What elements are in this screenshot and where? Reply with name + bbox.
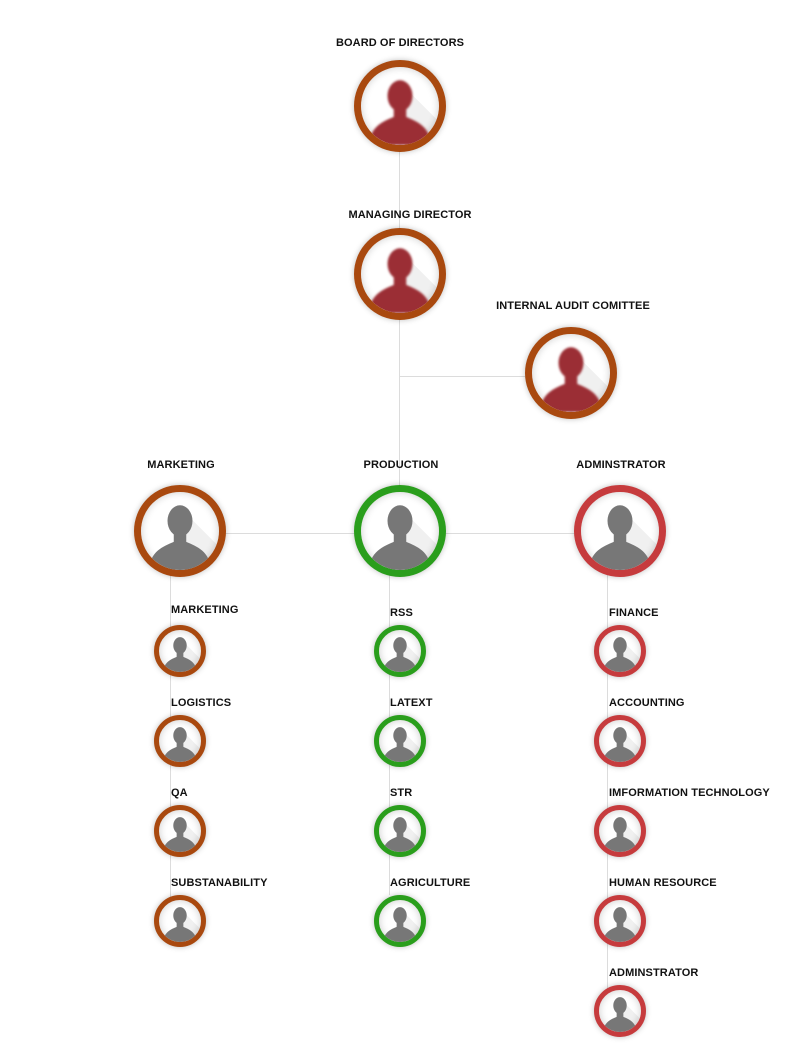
person-silhouette-icon — [383, 817, 421, 852]
unit-node[interactable] — [594, 715, 646, 767]
internal-audit-label: INTERNAL AUDIT COMITTEE — [496, 300, 650, 312]
person-silhouette-icon — [383, 727, 421, 762]
unit-node[interactable] — [374, 715, 426, 767]
unit-node[interactable] — [374, 895, 426, 947]
unit-node[interactable] — [594, 625, 646, 677]
department-label: PRODUCTION — [363, 459, 439, 471]
person-silhouette-icon — [603, 817, 641, 852]
unit-node[interactable] — [594, 805, 646, 857]
connector-line — [607, 575, 608, 995]
unit-label: RSS — [390, 607, 413, 619]
connector-line — [400, 376, 525, 377]
unit-label: ACCOUNTING — [609, 697, 685, 709]
unit-label: MARKETING — [171, 604, 239, 616]
person-silhouette-icon — [163, 637, 201, 672]
person-silhouette-icon — [383, 637, 421, 672]
department-label: ADMINSTRATOR — [576, 459, 666, 471]
department-label: MARKETING — [147, 459, 215, 471]
person-silhouette-icon — [368, 505, 439, 570]
person-silhouette-icon — [603, 907, 641, 942]
unit-node[interactable] — [594, 985, 646, 1037]
department-node[interactable] — [354, 485, 446, 577]
unit-node[interactable] — [154, 805, 206, 857]
department-node[interactable] — [574, 485, 666, 577]
unit-label: STR — [390, 787, 413, 799]
person-silhouette-icon — [163, 817, 201, 852]
unit-node[interactable] — [374, 625, 426, 677]
person-silhouette-icon — [368, 248, 439, 313]
unit-node[interactable] — [374, 805, 426, 857]
internal-audit-node[interactable] — [525, 327, 617, 419]
unit-label: SUBSTANABILITY — [171, 877, 268, 889]
person-silhouette-icon — [163, 727, 201, 762]
person-silhouette-icon — [163, 907, 201, 942]
person-silhouette-icon — [539, 347, 610, 412]
department-node[interactable] — [134, 485, 226, 577]
unit-label: ADMINSTRATOR — [609, 967, 699, 979]
unit-label: FINANCE — [609, 607, 659, 619]
person-silhouette-icon — [603, 997, 641, 1032]
board-node[interactable] — [354, 60, 446, 152]
unit-label: HUMAN RESOURCE — [609, 877, 717, 889]
unit-node[interactable] — [154, 715, 206, 767]
managing-director-node[interactable] — [354, 228, 446, 320]
person-silhouette-icon — [368, 80, 439, 145]
unit-label: LATEXT — [390, 697, 433, 709]
person-silhouette-icon — [603, 637, 641, 672]
person-silhouette-icon — [588, 505, 659, 570]
managing-director-label: MANAGING DIRECTOR — [348, 209, 472, 221]
unit-node[interactable] — [154, 625, 206, 677]
board-label: BOARD OF DIRECTORS — [335, 37, 465, 49]
person-silhouette-icon — [383, 907, 421, 942]
unit-label: QA — [171, 787, 188, 799]
unit-node[interactable] — [154, 895, 206, 947]
person-silhouette-icon — [603, 727, 641, 762]
person-silhouette-icon — [148, 505, 219, 570]
unit-label: IMFORMATION TECHNOLOGY — [609, 787, 770, 799]
unit-node[interactable] — [594, 895, 646, 947]
unit-label: AGRICULTURE — [390, 877, 471, 889]
connector-line — [399, 150, 400, 490]
unit-label: LOGISTICS — [171, 697, 232, 709]
